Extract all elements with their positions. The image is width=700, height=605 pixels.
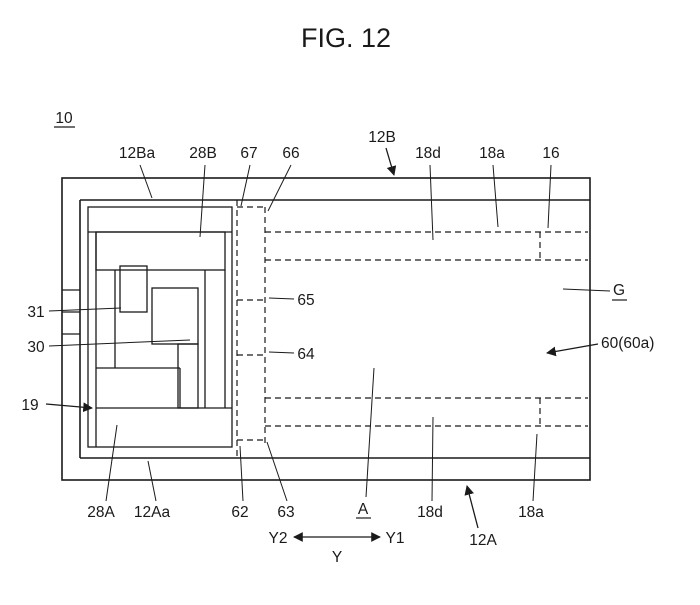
- block-30-stem: [177, 343, 199, 409]
- arrow-12B: [385, 147, 397, 176]
- lead-18d-bottom: [431, 416, 434, 502]
- hidden-features: [236, 200, 588, 458]
- lead-30: [48, 339, 191, 347]
- left-terminal-cells: [62, 289, 80, 335]
- label-64: 64: [297, 346, 315, 363]
- label-28A: 28A: [87, 504, 115, 521]
- label-12Aa: 12Aa: [134, 504, 171, 521]
- lead-31: [48, 307, 122, 312]
- block-31: [119, 265, 148, 313]
- outer-case: [61, 177, 591, 481]
- label-67: 67: [240, 145, 257, 162]
- arrow-19: [45, 402, 93, 413]
- lead-lines: [48, 164, 611, 502]
- lead-12Aa: [147, 460, 157, 502]
- arrow-leads: [45, 147, 599, 542]
- arrow-60: [546, 343, 599, 357]
- label-12Ba: 12Ba: [119, 145, 156, 162]
- block-28B: [95, 231, 226, 271]
- lead-16: [547, 164, 552, 229]
- label-18d-bottom: 18d: [417, 504, 443, 521]
- label-16: 16: [542, 145, 559, 162]
- lead-A: [365, 367, 375, 498]
- lead-62: [239, 445, 244, 502]
- lead-18a-bottom: [532, 433, 538, 502]
- label-28B: 28B: [189, 145, 217, 162]
- label-60: 60(60a): [601, 335, 654, 352]
- label-18a-bottom: 18a: [518, 504, 544, 521]
- lead-18d-top: [429, 164, 434, 241]
- label-18a-top: 18a: [479, 145, 505, 162]
- label-30: 30: [27, 339, 45, 356]
- device-outline: [61, 177, 591, 481]
- label-63: 63: [277, 504, 294, 521]
- lead-18a-top: [492, 164, 499, 228]
- lead-12Ba: [139, 164, 153, 199]
- label-31: 31: [27, 304, 44, 321]
- label-62: 62: [231, 504, 248, 521]
- label-65: 65: [297, 292, 314, 309]
- block-30: [151, 287, 199, 345]
- label-G: G: [613, 282, 625, 299]
- lead-28A: [105, 424, 118, 502]
- lead-28B: [199, 164, 206, 238]
- assembly-outer: [87, 206, 233, 448]
- lead-65: [268, 297, 295, 300]
- label-19: 19: [21, 397, 38, 414]
- lead-63: [266, 441, 288, 502]
- label-18d-top: 18d: [415, 145, 441, 162]
- component-assembly: [87, 206, 233, 448]
- label-Y2: Y2: [269, 530, 288, 547]
- arrow-12A: [464, 485, 479, 529]
- lead-66: [267, 164, 292, 212]
- label-A: A: [358, 501, 369, 518]
- label-12A: 12A: [469, 532, 497, 549]
- figure-title: FIG. 12: [301, 23, 391, 53]
- reference-labels: 12Ba 28B 67 66 12B 18d 18a 16 G 60(60a) …: [21, 129, 654, 566]
- lead-64: [268, 351, 295, 354]
- label-Y: Y: [332, 549, 342, 566]
- label-10: 10: [55, 110, 73, 127]
- label-66: 66: [282, 145, 299, 162]
- label-Y1: Y1: [386, 530, 405, 547]
- lead-67: [240, 164, 251, 207]
- lead-G: [562, 288, 611, 292]
- label-12B: 12B: [368, 129, 396, 146]
